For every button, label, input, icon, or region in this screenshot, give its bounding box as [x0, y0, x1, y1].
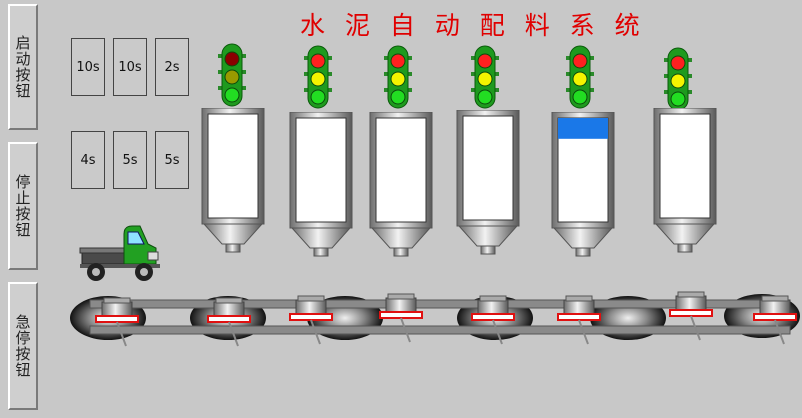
lamp-bottom: [572, 89, 588, 105]
emergency-stop-button[interactable]: 急停按钮: [8, 282, 38, 410]
material-hopper-1: [201, 108, 265, 253]
lamp-middle: [670, 73, 686, 89]
stop-button[interactable]: 停止按钮: [8, 142, 38, 270]
start-button-label: 启动按钮: [13, 35, 32, 99]
lamp-top: [310, 53, 326, 69]
lamp-top: [477, 53, 493, 69]
material-hopper-5: [551, 112, 615, 257]
stop-button-label: 停止按钮: [13, 174, 32, 238]
lamp-top: [572, 53, 588, 69]
material-hopper-6: [653, 108, 717, 253]
traffic-light-3: [384, 45, 412, 109]
emergency-stop-button-label: 急停按钮: [13, 314, 32, 378]
belt-carts: [95, 291, 797, 347]
lamp-middle: [572, 71, 588, 87]
traffic-light-5: [566, 45, 594, 109]
traffic-light-6: [664, 47, 692, 111]
lamp-middle: [390, 71, 406, 87]
page-title: 水 泥 自 动 配 料 系 统: [300, 11, 646, 40]
lamp-bottom: [477, 89, 493, 105]
lamp-middle: [477, 71, 493, 87]
lamp-middle: [224, 69, 240, 85]
material-hopper-4: [456, 110, 520, 255]
timer-5: 5s: [113, 131, 147, 189]
traffic-light-1: [218, 43, 246, 107]
lamp-bottom: [670, 91, 686, 107]
traffic-light-2: [304, 45, 332, 109]
truck-icon: [79, 225, 160, 281]
timer-6: 5s: [155, 131, 189, 189]
lamp-middle: [310, 71, 326, 87]
hopper-fill-level: [558, 118, 608, 139]
lamp-top: [224, 51, 240, 67]
traffic-light-4: [471, 45, 499, 109]
lamp-bottom: [390, 89, 406, 105]
lamp-bottom: [224, 87, 240, 103]
timer-3: 2s: [155, 38, 189, 96]
lamp-top: [390, 53, 406, 69]
timer-2: 10s: [113, 38, 147, 96]
lamp-bottom: [310, 89, 326, 105]
start-button[interactable]: 启动按钮: [8, 4, 38, 130]
timer-1: 10s: [71, 38, 105, 96]
lamp-top: [670, 55, 686, 71]
material-hopper-3: [369, 112, 433, 257]
timer-4: 4s: [71, 131, 105, 189]
material-hopper-2: [289, 112, 353, 257]
